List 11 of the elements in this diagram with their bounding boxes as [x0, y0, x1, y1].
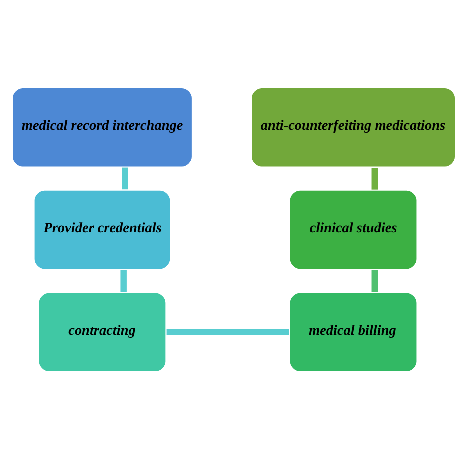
node-box: anti-counterfeiting medications: [250, 86, 457, 169]
node-box: contracting: [37, 291, 168, 374]
node-box: Provider credentials: [33, 189, 172, 271]
connector: [120, 270, 127, 292]
node-box: medical billing: [288, 291, 418, 374]
node-box: medical record interchange: [11, 86, 194, 169]
connector: [372, 270, 378, 292]
node-box: clinical studies: [288, 189, 418, 271]
connector: [372, 168, 378, 190]
connector: [166, 329, 290, 336]
connector: [122, 168, 128, 190]
